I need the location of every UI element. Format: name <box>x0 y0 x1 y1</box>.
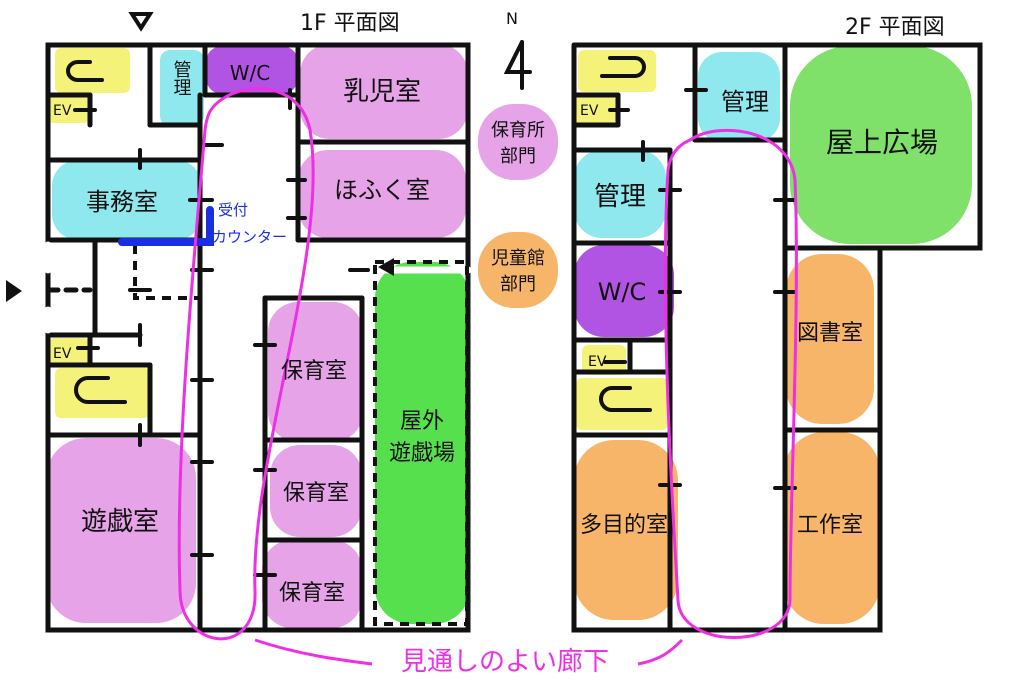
jimu-room <box>52 160 202 240</box>
label-legend-nursery-2: 部門 <box>500 146 536 167</box>
floor1-door-ticks <box>73 88 370 577</box>
nyuji-room <box>300 44 468 139</box>
label-ev-1f-top: EV <box>53 103 72 119</box>
label-rooftop: 屋上広場 <box>826 126 938 159</box>
label-ev-2f-top: EV <box>580 103 599 119</box>
rooftop-plaza <box>790 46 972 244</box>
yugi-room <box>46 438 196 623</box>
north-arrow-icon <box>503 40 532 90</box>
label-wc-2f: W/C <box>598 278 647 306</box>
entrance-outdoor-arrow <box>378 258 394 276</box>
stair-arrows <box>66 56 652 412</box>
label-hoiku-3: 保育室 <box>279 581 345 606</box>
ev-2f-top <box>574 96 616 124</box>
entrance-top-arrow <box>128 12 154 32</box>
reception-counter <box>118 206 214 246</box>
label-yugi: 遊戯室 <box>81 507 159 537</box>
corridor-label: 見通しのよい廊下 <box>401 647 609 677</box>
wc-2f <box>574 245 674 337</box>
corridor-label-connector <box>254 638 373 666</box>
label-library: 図書室 <box>797 321 863 346</box>
multi-room <box>574 440 678 620</box>
corridor-loop-2f <box>663 128 798 639</box>
label-legend-children-2: 部門 <box>500 274 536 295</box>
label-kanri-2f-mid: 管理 <box>594 182 646 212</box>
hoiku-room-2 <box>270 445 362 537</box>
label-craft: 工作室 <box>797 513 863 538</box>
label-hoiku-1: 保育室 <box>281 359 347 384</box>
label-ev-1f-mid: EV <box>53 346 72 362</box>
label-nyuji: 乳児室 <box>343 77 421 107</box>
label-legend-nursery-1: 保育所 <box>491 120 545 141</box>
label-ev-2f-mid: EV <box>588 354 607 370</box>
floor2-walls <box>571 42 983 633</box>
library-room <box>786 254 874 424</box>
stairs-1f-top <box>55 48 130 93</box>
stair-arrow-1f-top <box>66 60 104 82</box>
labels: 1F 平面図 2F 平面図 N 管理 W/C 乳児室 事務室 ほふく室 受付 カ… <box>53 9 945 677</box>
label-jimu: 事務室 <box>86 188 158 216</box>
outdoor-play-area <box>375 262 470 624</box>
stair-arrow-1f-mid <box>74 376 127 404</box>
label-multi: 多目的室 <box>580 513 668 538</box>
north-label: N <box>506 9 518 28</box>
floor2-title: 2F 平面図 <box>845 15 945 40</box>
ev-1f-mid <box>48 338 90 366</box>
label-hofuku: ほふく室 <box>334 176 430 204</box>
ev-1f-top <box>48 95 90 123</box>
stair-arrow-2f-top <box>600 56 646 78</box>
stairs-1f-mid <box>55 368 150 418</box>
craft-room <box>784 432 880 624</box>
hofuku-room <box>298 150 466 238</box>
label-outdoor-1: 屋外 <box>400 409 444 434</box>
stair-arrow-2f-mid <box>599 386 652 412</box>
outdoor-dashed-boundary <box>373 260 469 626</box>
legend-nursery-blob <box>478 104 558 180</box>
entrance-left-arrow <box>6 280 22 302</box>
label-reception-2: カウンター <box>212 228 287 246</box>
label-reception-1: 受付 <box>218 201 248 219</box>
ev-2f-mid <box>582 345 626 375</box>
floor1-title: 1F 平面図 <box>300 11 400 36</box>
label-kanri-1f-a: 管理 <box>171 60 192 96</box>
stairs-2f-mid <box>576 378 668 430</box>
label-kanri-2f-top: 管理 <box>721 88 769 116</box>
corridor-highlights <box>177 87 798 666</box>
stairs-2f-top <box>578 50 656 92</box>
label-legend-children-1: 児童館 <box>491 248 545 269</box>
floor2-door-ticks <box>603 88 797 490</box>
label-wc-1f: W/C <box>230 61 270 85</box>
corridor-loop-1f <box>177 87 315 641</box>
label-outdoor-2: 遊戯場 <box>389 441 455 466</box>
hoiku-room-3 <box>262 540 362 628</box>
wc-1f <box>206 46 298 94</box>
floor2-fills <box>574 46 972 624</box>
kanri-2f-mid <box>574 150 666 238</box>
kanri-1f <box>160 50 204 126</box>
dashed-outlines <box>133 245 469 626</box>
legend-children-blob <box>478 232 558 308</box>
kanri-2f-top <box>698 52 780 142</box>
label-hoiku-2: 保育室 <box>283 481 349 506</box>
